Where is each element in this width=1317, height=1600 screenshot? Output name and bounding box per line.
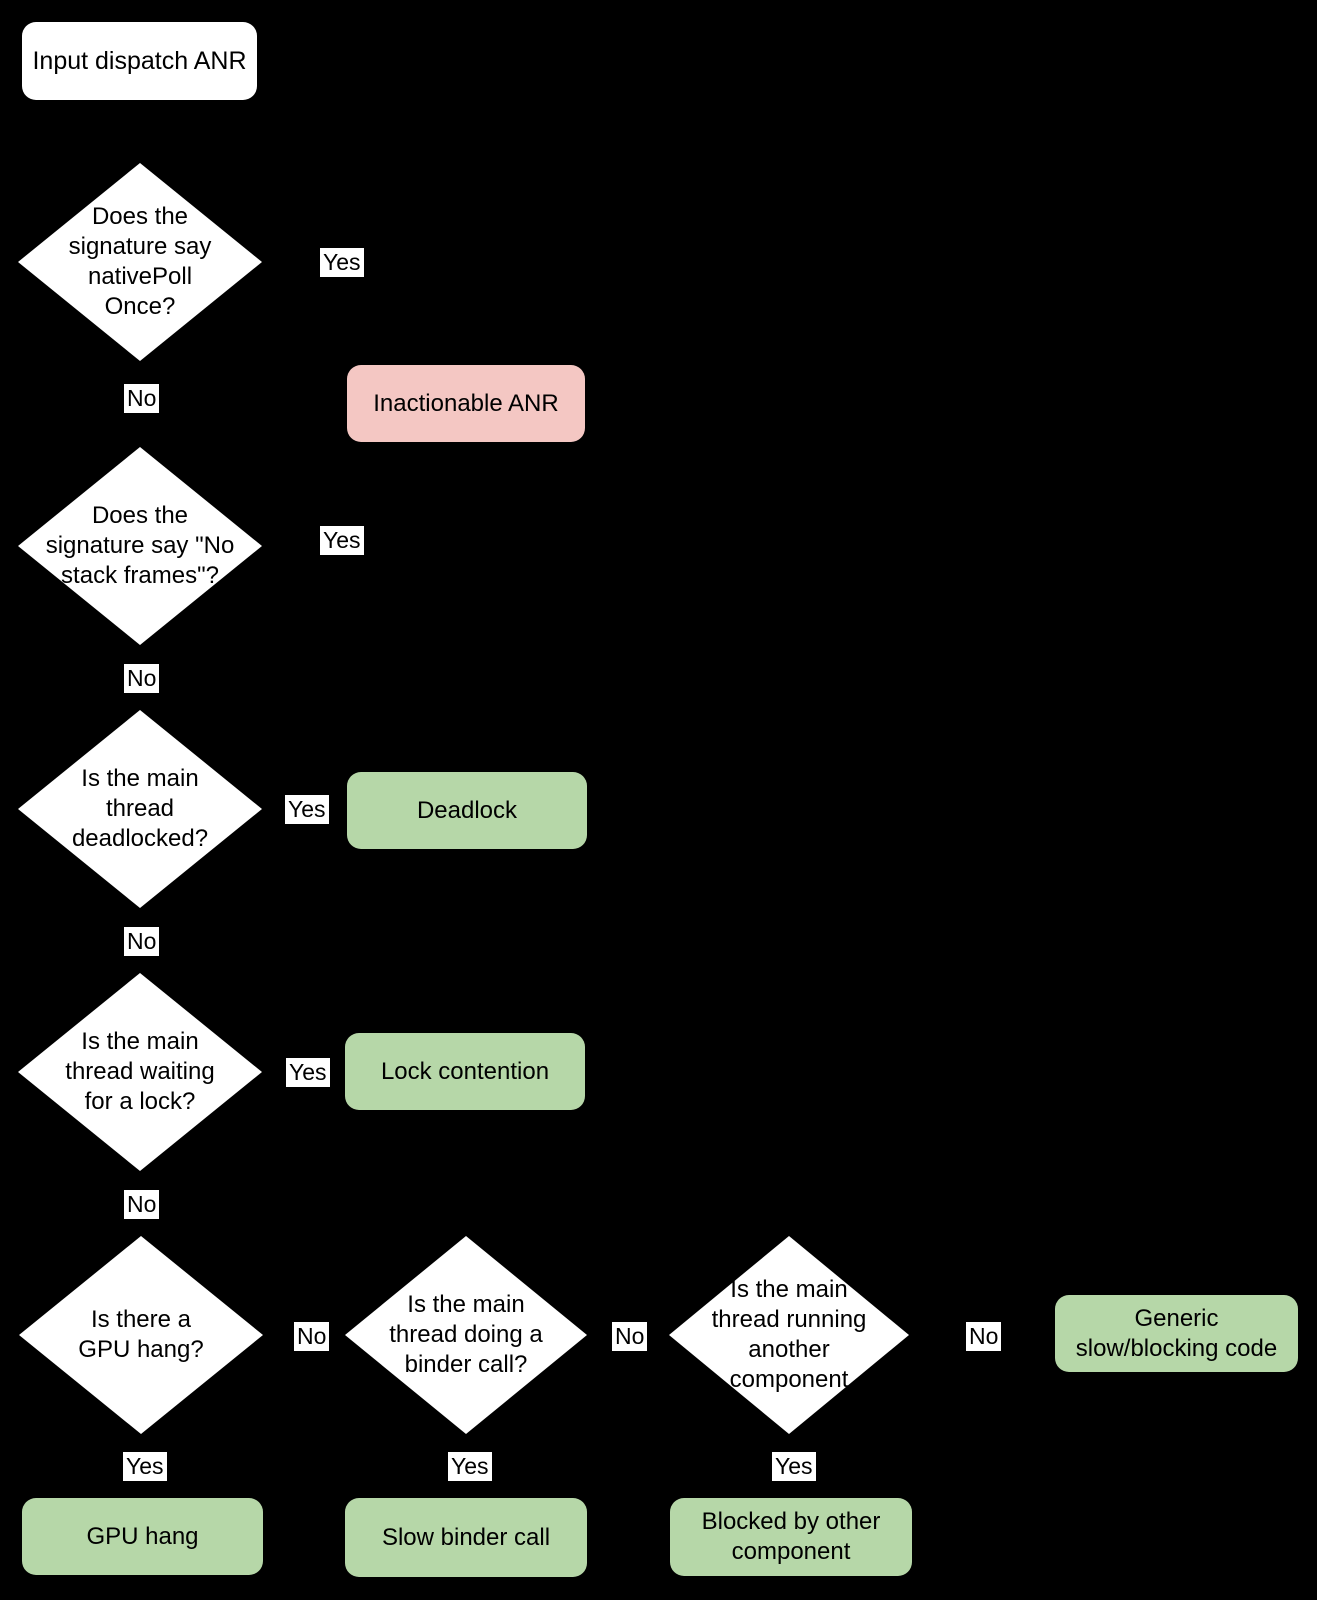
- outcome-inactionable-anr: Inactionable ANR: [347, 365, 585, 442]
- outcome-blocked-by-other-component: Blocked by other component: [670, 1498, 912, 1576]
- decision-gpu-hang-label: Is there a GPU hang?: [78, 1306, 204, 1363]
- decision-binder-call: Is the main thread doing a binder call?: [345, 1236, 587, 1434]
- outcome-lock-contention: Lock contention: [345, 1033, 585, 1110]
- edge-label-no-other-component: No: [966, 1322, 1002, 1351]
- outcome-gpu-hang: GPU hang: [22, 1498, 263, 1575]
- decision-deadlocked: Is the main thread deadlocked?: [18, 710, 262, 908]
- edge-label-yes-waiting-for-lock: Yes: [286, 1058, 330, 1087]
- decision-no-stack-frames: Does the signature say "No stack frames"…: [18, 447, 262, 645]
- edge-label-no-gpu-hang: No: [294, 1322, 330, 1351]
- edge-label-yes-no-stack-frames: Yes: [320, 526, 364, 555]
- decision-waiting-for-lock-label: Is the main thread waiting for a lock?: [65, 1028, 215, 1115]
- edge-label-no-binder-call: No: [612, 1322, 648, 1351]
- edge-label-no-nativepollonce: No: [124, 384, 160, 413]
- edge-label-no-no-stack-frames: No: [124, 664, 160, 693]
- decision-gpu-hang: Is there a GPU hang?: [19, 1236, 263, 1434]
- decision-nativepollonce-label: Does the signature say nativePoll Once?: [68, 203, 212, 320]
- start-node-input-dispatch-anr: Input dispatch ANR: [22, 22, 257, 100]
- outcome-slow-binder-call: Slow binder call: [345, 1498, 587, 1577]
- decision-waiting-for-lock: Is the main thread waiting for a lock?: [18, 973, 262, 1171]
- decision-deadlocked-label: Is the main thread deadlocked?: [71, 765, 209, 852]
- edge-label-yes-deadlocked: Yes: [285, 795, 329, 824]
- edge-label-no-deadlocked: No: [124, 927, 160, 956]
- outcome-deadlock: Deadlock: [347, 772, 587, 849]
- edge-label-yes-gpu-hang: Yes: [123, 1452, 167, 1481]
- edge-label-yes-binder-call: Yes: [448, 1452, 492, 1481]
- edge-label-yes-nativepollonce: Yes: [320, 248, 364, 277]
- decision-binder-call-label: Is the main thread doing a binder call?: [389, 1291, 543, 1378]
- edge-label-yes-other-component: Yes: [772, 1452, 816, 1481]
- decision-other-component: Is the main thread running another compo…: [669, 1236, 909, 1434]
- decision-no-stack-frames-label: Does the signature say "No stack frames"…: [45, 502, 235, 589]
- decision-nativepollonce: Does the signature say nativePoll Once?: [18, 163, 262, 361]
- decision-other-component-label: Is the main thread running another compo…: [711, 1276, 867, 1393]
- edge-label-no-waiting-for-lock: No: [124, 1190, 160, 1219]
- outcome-generic-slow-blocking-code: Generic slow/blocking code: [1055, 1295, 1298, 1372]
